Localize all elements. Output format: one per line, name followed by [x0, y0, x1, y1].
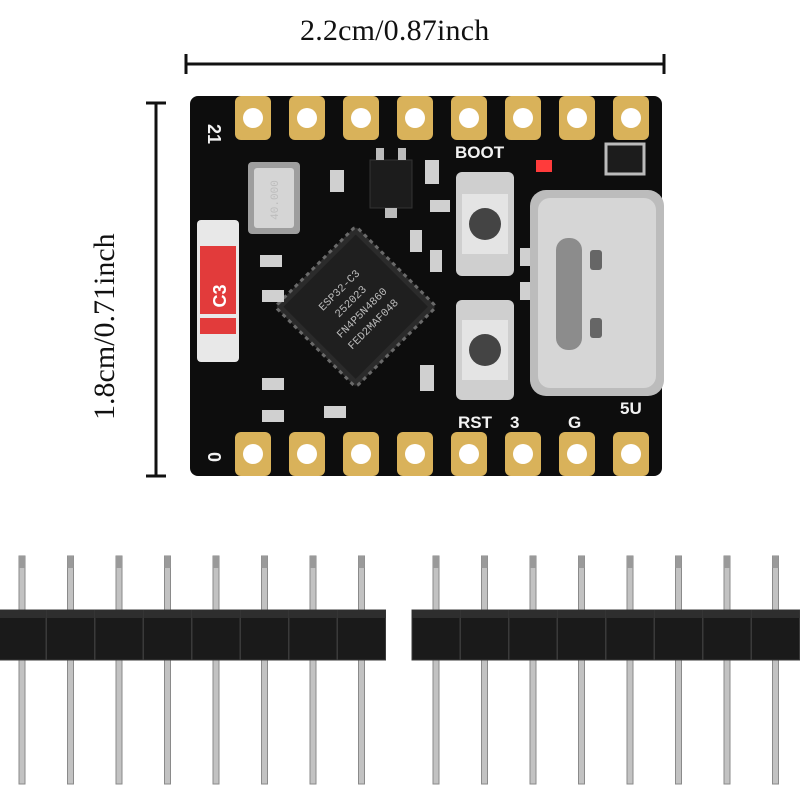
- header-pin: [358, 555, 365, 785]
- pin-header-left: [0, 555, 386, 785]
- width-dimension-label: 2.2cm/0.87inch: [300, 14, 490, 47]
- header-block: [94, 609, 144, 661]
- status-led: [536, 160, 552, 172]
- smd-components: [260, 160, 530, 422]
- header-pin: [115, 555, 123, 785]
- header-block: [191, 609, 241, 661]
- pin-label-21: 21: [204, 124, 224, 144]
- header-block: [0, 609, 47, 661]
- header-pin: [578, 555, 585, 785]
- width-dimension-arrow: [184, 54, 666, 74]
- header-pin: [212, 555, 220, 785]
- header-pin: [309, 555, 317, 785]
- header-block: [288, 609, 338, 661]
- castellated-pad: [343, 96, 379, 140]
- header-block: [337, 609, 386, 661]
- header-pin: [529, 555, 537, 785]
- header-block: [411, 609, 461, 661]
- crystal-oscillator: 40.000: [248, 162, 300, 234]
- gnd-label: G: [568, 413, 581, 432]
- castellated-pad: [343, 432, 379, 476]
- header-pin: [432, 555, 440, 785]
- reset-button[interactable]: [456, 300, 514, 400]
- boot-button[interactable]: [456, 172, 514, 276]
- castellated-pad: [613, 96, 649, 140]
- bottom-pin-pads: [235, 432, 649, 476]
- esp32-c3-chip: ESP32-C3 252023 FN4P5N4860 FED2MAF048: [275, 226, 437, 388]
- castellated-pad: [289, 96, 325, 140]
- header-block: [702, 609, 752, 661]
- header-pin: [481, 555, 488, 785]
- castellated-pad: [235, 96, 271, 140]
- castellated-pad: [559, 96, 595, 140]
- pin-label-3: 3: [510, 413, 519, 432]
- pin-label-0: 0: [204, 452, 224, 462]
- diode: [604, 142, 646, 176]
- castellated-pad: [505, 432, 541, 476]
- castellated-pad: [397, 432, 433, 476]
- castellated-pad: [397, 96, 433, 140]
- crystal-text: 40.000: [270, 180, 282, 220]
- top-pin-pads: [235, 96, 649, 140]
- header-block: [460, 609, 509, 661]
- header-block: [143, 609, 192, 661]
- header-pin: [626, 555, 634, 785]
- ceramic-antenna: C3: [197, 220, 239, 362]
- header-pin: [18, 555, 26, 785]
- header-pin: [164, 555, 171, 785]
- boot-label: BOOT: [455, 143, 505, 162]
- header-block: [557, 609, 606, 661]
- header-block: [605, 609, 655, 661]
- castellated-pad: [613, 432, 649, 476]
- header-block: [240, 609, 289, 661]
- header-pin: [772, 555, 779, 785]
- castellated-pad: [505, 96, 541, 140]
- voltage-regulator: [369, 148, 413, 218]
- usb-c-port: [530, 190, 664, 396]
- antenna-label: C3: [210, 284, 230, 307]
- header-pin: [261, 555, 268, 785]
- castellated-pad: [559, 432, 595, 476]
- header-block: [508, 609, 558, 661]
- height-dimension-arrow: [146, 101, 166, 478]
- castellated-pad: [235, 432, 271, 476]
- header-pin: [675, 555, 682, 785]
- header-pin: [67, 555, 74, 785]
- pin-header-right: [411, 555, 800, 785]
- 5v-label: 5U: [620, 399, 642, 418]
- castellated-pad: [289, 432, 325, 476]
- header-block: [46, 609, 95, 661]
- header-block: [654, 609, 703, 661]
- castellated-pad: [451, 96, 487, 140]
- castellated-pad: [451, 432, 487, 476]
- header-block: [751, 609, 800, 661]
- header-pin: [723, 555, 731, 785]
- rst-label: RST: [458, 413, 493, 432]
